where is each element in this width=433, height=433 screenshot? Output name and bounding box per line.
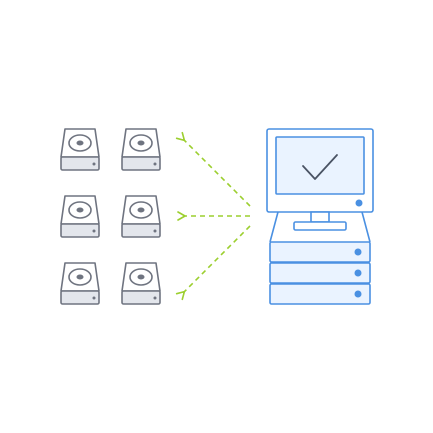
bay-indicator	[354, 269, 362, 277]
hard-drive-icon	[60, 262, 100, 305]
hard-drive-icon	[121, 128, 161, 171]
hard-drive-icon	[121, 195, 161, 238]
monitor-stand	[269, 211, 371, 243]
power-indicator	[355, 199, 363, 207]
computer-server-icon	[266, 128, 374, 305]
bay-indicator	[354, 248, 362, 256]
server-drive-bays	[269, 241, 371, 305]
monitor	[266, 128, 374, 213]
server-drive-bay	[269, 262, 371, 284]
checkmark-icon	[302, 154, 338, 180]
drive-grid	[60, 128, 161, 305]
server-drive-bay	[269, 241, 371, 263]
dashed-arrow-icon	[175, 131, 251, 207]
hard-drive-icon	[60, 195, 100, 238]
server-drive-bay	[269, 283, 371, 305]
bay-indicator	[354, 290, 362, 298]
arrow-group	[175, 131, 251, 301]
hard-drive-icon	[60, 128, 100, 171]
dashed-arrow-icon	[175, 225, 251, 301]
hard-drive-icon	[121, 262, 161, 305]
